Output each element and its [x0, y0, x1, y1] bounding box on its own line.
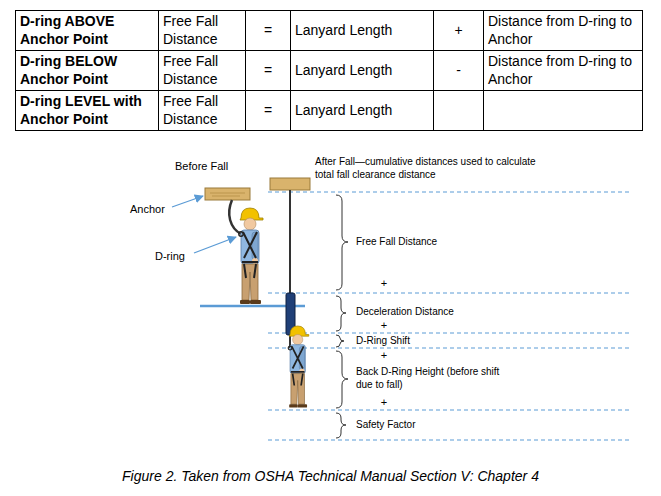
figure-caption: Figure 2. Taken from OSHA Technical Manu… — [0, 468, 661, 486]
distance-label: D-Ring Shift — [356, 335, 516, 348]
brackets — [336, 195, 348, 438]
leader-arrow — [172, 196, 203, 207]
anchor-beam — [270, 178, 310, 190]
callout-label: D-ring — [155, 250, 195, 264]
distance-label: Safety Factor — [356, 419, 516, 432]
view-label: Before Fall — [175, 160, 265, 174]
leader-arrow — [194, 237, 236, 253]
table-grid — [15, 10, 643, 131]
table-cell-operator-sign: - — [438, 61, 479, 79]
table-cell-equals-sign: = — [250, 101, 286, 119]
dashed-lines — [268, 192, 630, 440]
plus-sign: + — [374, 319, 394, 333]
table-cell-row-heading: D-ring LEVEL with Anchor Point — [20, 92, 154, 128]
distance-label: Back D-Ring Height (before shift due to … — [356, 366, 506, 391]
worker-figure — [288, 326, 309, 408]
plus-sign: + — [374, 277, 394, 291]
table-cell-formula-term: Free Fall Distance — [163, 52, 241, 88]
table-cell-formula-term: Lanyard Length — [295, 21, 429, 39]
table-cell-row-heading: D-ring BELOW Anchor Point — [20, 52, 154, 88]
wood-grain — [210, 193, 245, 196]
table-cell-operator-sign: + — [438, 21, 479, 39]
table-cell-formula-term: Distance from D-ring to Anchor — [488, 52, 638, 88]
table-cell-formula-term: Distance from D-ring to Anchor — [488, 12, 638, 48]
view-label: After Fall—cumulative distances used to … — [315, 156, 545, 181]
callout-label: Anchor — [130, 203, 175, 217]
lanyard — [229, 200, 241, 234]
table-cell-equals-sign: = — [250, 21, 286, 39]
distance-label: Free Fall Distance — [356, 236, 516, 249]
anchor-beam — [205, 188, 250, 200]
table-cell-formula-term: Lanyard Length — [295, 61, 429, 79]
worker-figure — [239, 208, 263, 304]
table-cell-formula-term: Free Fall Distance — [163, 92, 241, 128]
table-cell-formula-term: Free Fall Distance — [163, 12, 241, 48]
table-cell-equals-sign: = — [250, 61, 286, 79]
plus-sign: + — [374, 349, 394, 363]
lanyard — [289, 190, 291, 294]
plus-sign: + — [374, 396, 394, 410]
table-cell-formula-term: Lanyard Length — [295, 101, 429, 119]
distance-label: Deceleration Distance — [356, 306, 516, 319]
table-cell-row-heading: D-ring ABOVE Anchor Point — [20, 12, 154, 48]
